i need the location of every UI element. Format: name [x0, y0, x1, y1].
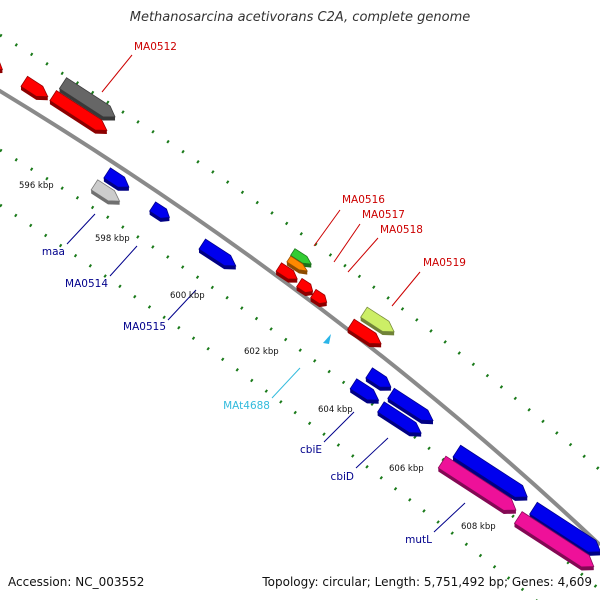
trna-marker[interactable] — [323, 334, 331, 344]
gene-arrow[interactable] — [289, 248, 315, 271]
gene-arrow[interactable] — [386, 387, 438, 429]
scale-label: 608 kbp — [461, 522, 496, 532]
callout-line — [355, 437, 389, 469]
tick-row-inner — [0, 148, 600, 592]
gene-arrow[interactable] — [19, 75, 52, 105]
gene-arrow[interactable] — [513, 511, 599, 576]
gene-arrow[interactable] — [376, 401, 426, 442]
callout-line — [333, 223, 361, 263]
gene-arrow[interactable] — [349, 378, 384, 409]
scale-label: 600 kbp — [170, 291, 205, 301]
callout-line — [391, 271, 421, 307]
gene-label[interactable]: cbiD — [331, 471, 354, 483]
accession-text: Accession: NC_003552 — [8, 575, 145, 589]
gene-arrow[interactable] — [346, 318, 386, 352]
gene-arrow[interactable] — [359, 306, 399, 340]
gene-arrow[interactable] — [90, 179, 125, 210]
gene-label[interactable]: MA0516 — [342, 194, 385, 206]
gene-arrow[interactable] — [0, 53, 7, 77]
gene-label[interactable]: MA0515 — [123, 321, 166, 333]
gene-label[interactable]: maa — [42, 246, 65, 258]
gene-arrow[interactable] — [295, 277, 317, 299]
scale-label: 598 kbp — [95, 234, 130, 244]
gene-arrow[interactable] — [451, 444, 532, 506]
gene-label[interactable]: MA0512 — [134, 41, 177, 53]
callout-line — [313, 209, 341, 247]
genome-backbone — [0, 88, 600, 547]
tick-rows — [0, 33, 600, 600]
gene-arrow[interactable] — [48, 89, 112, 140]
gene-label[interactable]: MA0517 — [362, 209, 405, 221]
map-title: Methanosarcina acetivorans C2A, complete… — [129, 10, 471, 25]
callout-line — [271, 367, 301, 399]
gene-arrow[interactable] — [364, 367, 396, 396]
gene-arrow[interactable] — [528, 501, 600, 561]
gene-label[interactable]: mutL — [405, 534, 432, 546]
tick-row-innermost — [0, 203, 538, 600]
gene-label[interactable]: MAt4688 — [223, 400, 270, 412]
gene-arrow[interactable] — [437, 455, 522, 519]
callout-line — [66, 213, 96, 245]
callout-line — [167, 289, 197, 321]
gene-features — [0, 53, 600, 576]
scale-label: 606 kbp — [389, 464, 424, 474]
callout-line — [433, 502, 466, 533]
scale-label: 602 kbp — [244, 347, 279, 357]
gene-arrow[interactable] — [197, 238, 240, 274]
gene-label[interactable]: MA0519 — [423, 257, 466, 269]
scale-label: 596 kbp — [19, 181, 54, 191]
gene-arrow[interactable] — [102, 167, 134, 196]
callout-line — [323, 411, 355, 443]
topology-summary: Topology: circular; Length: 5,751,492 bp… — [262, 575, 592, 589]
gene-arrow[interactable] — [309, 288, 331, 310]
callout-line — [347, 237, 379, 273]
tick-row-outer — [0, 33, 600, 472]
callout-line — [101, 54, 133, 93]
gene-arrow[interactable] — [285, 255, 311, 277]
gene-label[interactable]: cbiE — [300, 444, 322, 456]
scale-label: 604 kbp — [318, 405, 353, 415]
gene-arrow[interactable] — [274, 262, 301, 287]
gene-label[interactable]: MA0518 — [380, 224, 423, 236]
gene-arrow[interactable] — [58, 77, 120, 126]
gene-arrow[interactable] — [148, 201, 174, 226]
scale-labels: 596 kbp 598 kbp 600 kbp 602 kbp 604 kbp 606 k… — [19, 181, 496, 532]
gene-label[interactable]: MA0514 — [65, 278, 108, 290]
callout-line — [109, 245, 138, 277]
